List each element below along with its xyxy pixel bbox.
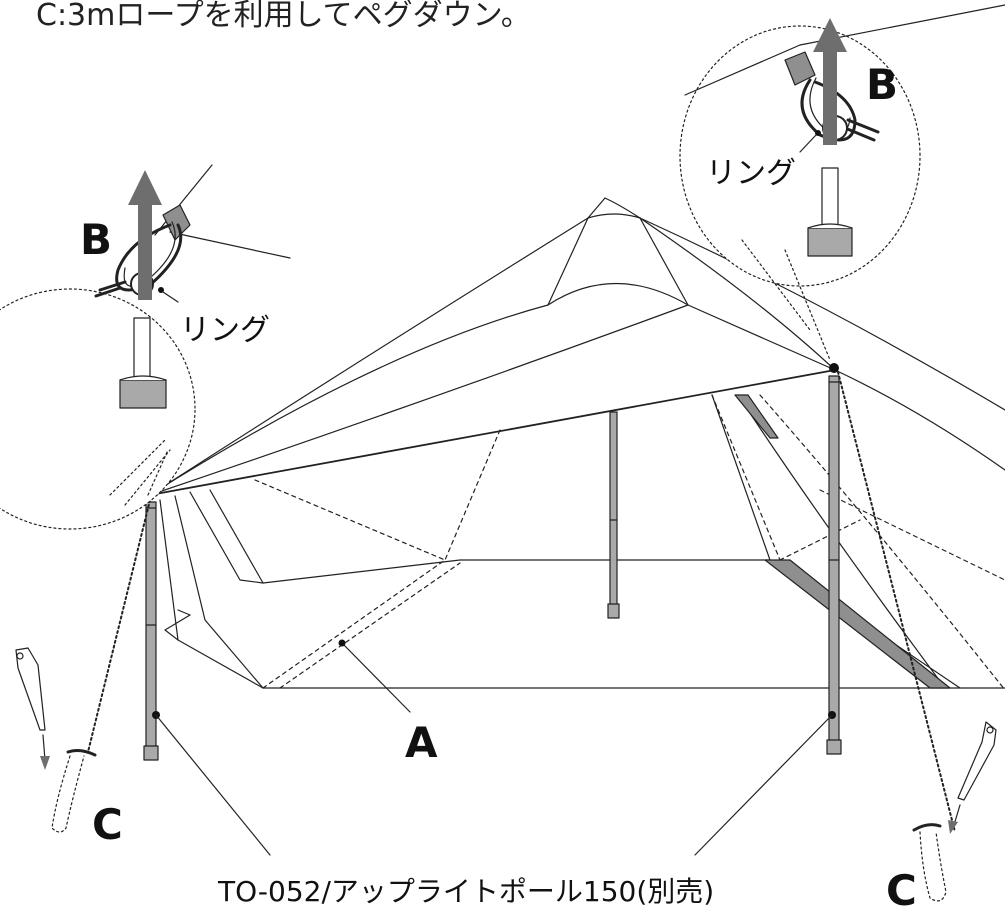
- label-c-right: C: [886, 866, 917, 915]
- leader-lines: [155, 642, 833, 856]
- ring-label-right: リング: [706, 156, 796, 191]
- label-b-right: B: [866, 60, 899, 109]
- instruction-caption: C:3mロープを利用してペグダウン。: [36, 0, 531, 33]
- left-peg-assembly: [15, 647, 97, 833]
- left-detail-callout: [0, 164, 291, 530]
- marker-a: [338, 639, 346, 647]
- front-flap: [149, 304, 836, 496]
- label-c-left: C: [92, 800, 123, 849]
- tent-body: [159, 217, 1005, 691]
- label-b-left: B: [80, 215, 113, 264]
- label-a: A: [405, 718, 438, 767]
- right-pole: [826, 363, 842, 755]
- guy-ropes: [87, 371, 956, 833]
- ring-label-left: リング: [180, 313, 270, 348]
- right-peg-assembly: [912, 721, 997, 902]
- right-detail-callout: [679, 4, 1005, 361]
- center-pole: [607, 411, 620, 619]
- tent-roof: [149, 197, 836, 496]
- left-pole: [143, 489, 160, 761]
- pole-product-label: TO-052/アップライトポール150(別売): [218, 875, 715, 908]
